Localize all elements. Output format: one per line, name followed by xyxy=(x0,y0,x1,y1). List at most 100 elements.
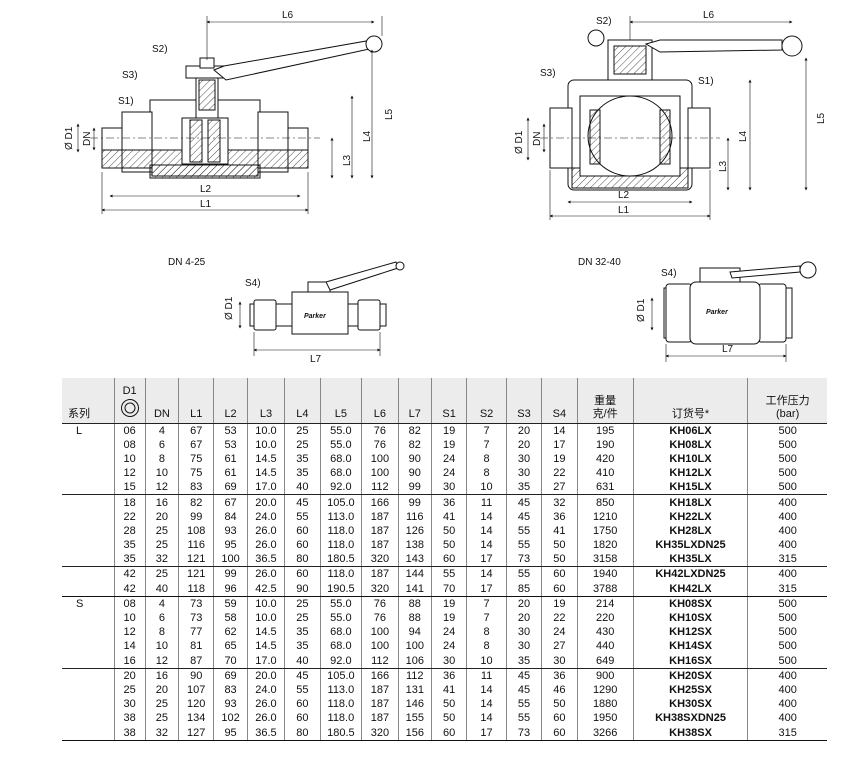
table-cell: 16 xyxy=(144,494,179,510)
table-cell: 50 xyxy=(541,552,578,568)
table-cell: 500 xyxy=(747,653,827,669)
table-cell: 102 xyxy=(213,711,248,726)
table-cell: 20 xyxy=(113,668,146,683)
col-series: 系列 xyxy=(62,378,115,424)
table-cell: 17 xyxy=(466,725,507,741)
table-cell: 7 xyxy=(466,437,507,452)
table-cell: 1750 xyxy=(576,523,634,538)
table-cell: 143 xyxy=(397,552,432,568)
table-cell: 30 xyxy=(505,451,542,467)
cell-order-code: KH10SX xyxy=(632,610,748,626)
table-cell: 7 xyxy=(466,423,507,438)
label-s3-left: S3) xyxy=(122,70,138,81)
table-cell: 96 xyxy=(213,581,248,597)
table-cell: 55.0 xyxy=(319,437,362,452)
table-cell: 118.0 xyxy=(319,711,362,726)
table-cell: 320 xyxy=(361,725,399,741)
table-cell: 138 xyxy=(397,538,432,553)
table-cell: 36 xyxy=(541,509,578,524)
table-cell: 127 xyxy=(178,725,214,741)
table-cell: 36 xyxy=(430,494,467,510)
table-cell: 10 xyxy=(113,451,146,467)
table-cell: 25 xyxy=(144,711,179,726)
table-cell: 60 xyxy=(541,711,578,726)
table-cell: 220 xyxy=(576,610,634,626)
table-cell: 112 xyxy=(361,653,399,669)
col-l5: L5 xyxy=(319,378,362,424)
table-cell: 20 xyxy=(505,610,542,626)
table-cell: 83 xyxy=(213,682,248,698)
label-s3-right: S3) xyxy=(540,68,556,79)
table-cell: 26.0 xyxy=(246,523,285,538)
table-cell: 22 xyxy=(113,509,146,524)
table-cell: 320 xyxy=(361,552,399,568)
spec-table: 系列 D1 DN L1 L2 L3 L4 L5 L6 L7 S1 S2 S3 S… xyxy=(62,378,827,741)
table-cell: 19 xyxy=(430,596,467,611)
label-l5-right: L5 xyxy=(816,112,827,124)
table-cell: 116 xyxy=(397,509,432,524)
table-cell: 30 xyxy=(505,625,542,640)
table-cell: 8 xyxy=(466,466,507,481)
table-cell: 500 xyxy=(747,625,827,640)
cell-order-code: KH38SXDN25 xyxy=(632,711,748,726)
table-cell: 40 xyxy=(284,480,321,496)
col-dn: DN xyxy=(144,378,179,424)
table-cell: 14 xyxy=(466,566,507,582)
table-cell: 90 xyxy=(284,581,321,597)
table-cell: 14 xyxy=(466,697,507,712)
table-cell: 118 xyxy=(178,581,214,597)
table-cell: 187 xyxy=(361,509,399,524)
table-cell: 420 xyxy=(576,451,634,467)
cell-order-code: KH06LX xyxy=(632,423,748,438)
table-cell: 76 xyxy=(361,596,399,611)
table-cell: 35 xyxy=(284,466,321,481)
table-cell: 50 xyxy=(541,538,578,553)
table-cell: 19 xyxy=(430,423,467,438)
table-cell: 45 xyxy=(284,668,321,683)
col-l3: L3 xyxy=(246,378,285,424)
table-cell: 50 xyxy=(430,711,467,726)
table-cell: 187 xyxy=(361,711,399,726)
table-cell: 100 xyxy=(361,639,399,654)
table-cell: 11 xyxy=(466,668,507,683)
table-cell: 400 xyxy=(747,494,827,510)
table-cell: 36.5 xyxy=(246,552,285,568)
cell-series xyxy=(62,552,115,568)
table-cell: 187 xyxy=(361,566,399,582)
table-cell: 94 xyxy=(397,625,432,640)
label-l1-right: L1 xyxy=(618,205,630,216)
table-cell: 68.0 xyxy=(319,639,362,654)
table-cell: 8 xyxy=(466,451,507,467)
table-cell: 20 xyxy=(144,682,179,698)
table-cell: 76 xyxy=(361,610,399,626)
table-cell: 12 xyxy=(144,480,179,496)
table-cell: 187 xyxy=(361,697,399,712)
table-cell: 24.0 xyxy=(246,682,285,698)
table-cell: 40 xyxy=(144,581,179,597)
table-cell: 320 xyxy=(361,581,399,597)
table-cell: 35 xyxy=(505,480,542,496)
table-cell: 25 xyxy=(144,538,179,553)
cell-order-code: KH10LX xyxy=(632,451,748,467)
table-cell: 400 xyxy=(747,682,827,698)
table-cell: 112 xyxy=(397,668,432,683)
table-cell: 08 xyxy=(113,596,146,611)
table-cell: 68.0 xyxy=(319,625,362,640)
table-cell: 106 xyxy=(397,653,432,669)
table-cell: 24 xyxy=(430,451,467,467)
table-cell: 53 xyxy=(213,437,248,452)
table-cell: 113.0 xyxy=(319,509,362,524)
table-cell: 45 xyxy=(505,682,542,698)
brand-logo-small: Parker xyxy=(304,313,327,320)
label-l4-left: L4 xyxy=(362,130,373,142)
table-cell: 90 xyxy=(397,466,432,481)
